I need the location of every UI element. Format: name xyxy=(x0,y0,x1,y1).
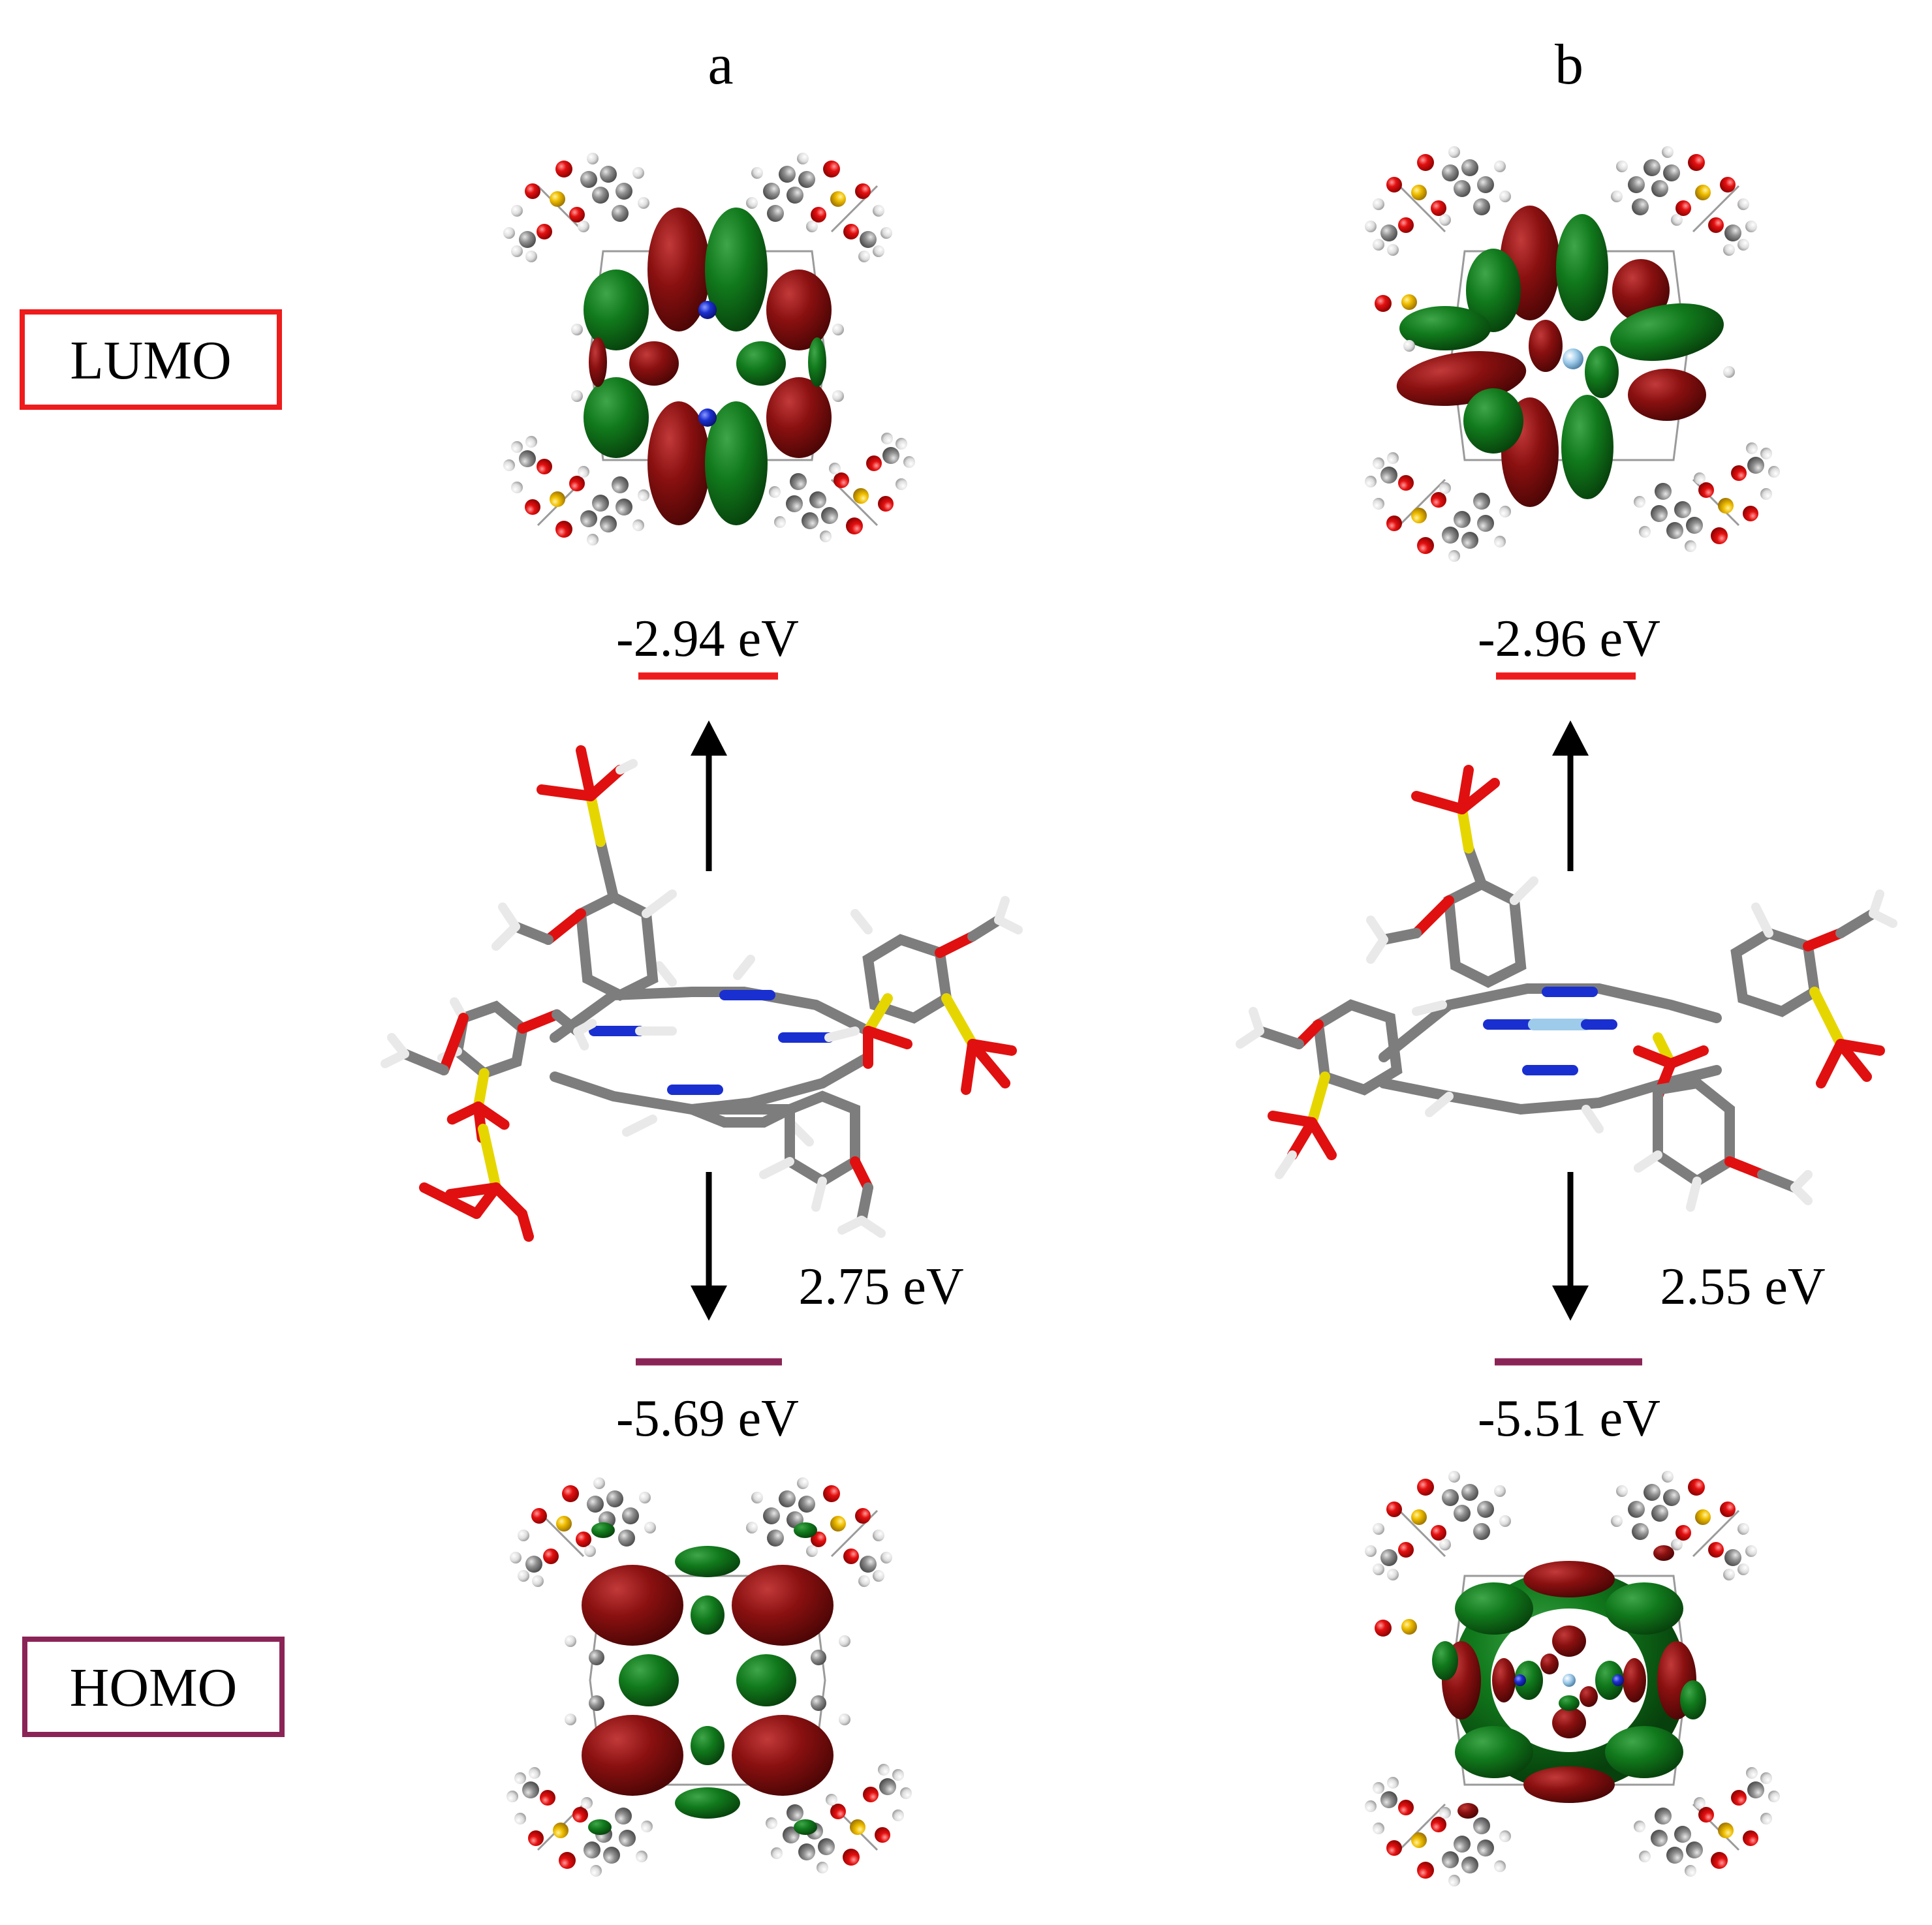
down-arrow-b xyxy=(1552,1172,1589,1321)
homo-orbital-a xyxy=(506,1477,912,1877)
lumo-energy-a: -2.94 eV xyxy=(616,610,799,668)
panel-letter-a: a xyxy=(708,33,733,97)
lumo-orbital-b xyxy=(1365,146,1780,562)
homo-legend-box: HOMO xyxy=(22,1637,285,1737)
homo-orbital-b xyxy=(1365,1471,1780,1886)
lumo-legend-box: LUMO xyxy=(20,309,282,410)
molecule-structure-b xyxy=(1236,765,1897,1212)
lumo-label: LUMO xyxy=(70,330,231,391)
gap-energy-b: 2.55 eV xyxy=(1660,1258,1825,1316)
homo-energy-a: -5.69 eV xyxy=(616,1390,799,1447)
up-arrow-b xyxy=(1552,720,1589,871)
lumo-orbital-a xyxy=(503,153,915,546)
molecule-structure-a xyxy=(381,745,1023,1242)
homo-energy-b: -5.51 eV xyxy=(1478,1390,1660,1447)
down-arrow-a xyxy=(691,1172,727,1321)
up-arrow-a xyxy=(691,720,727,871)
lumo-energy-b: -2.96 eV xyxy=(1478,610,1660,668)
gap-energy-a: 2.75 eV xyxy=(798,1258,963,1316)
panel-letter-b: b xyxy=(1555,33,1583,97)
homo-label: HOMO xyxy=(70,1657,238,1718)
